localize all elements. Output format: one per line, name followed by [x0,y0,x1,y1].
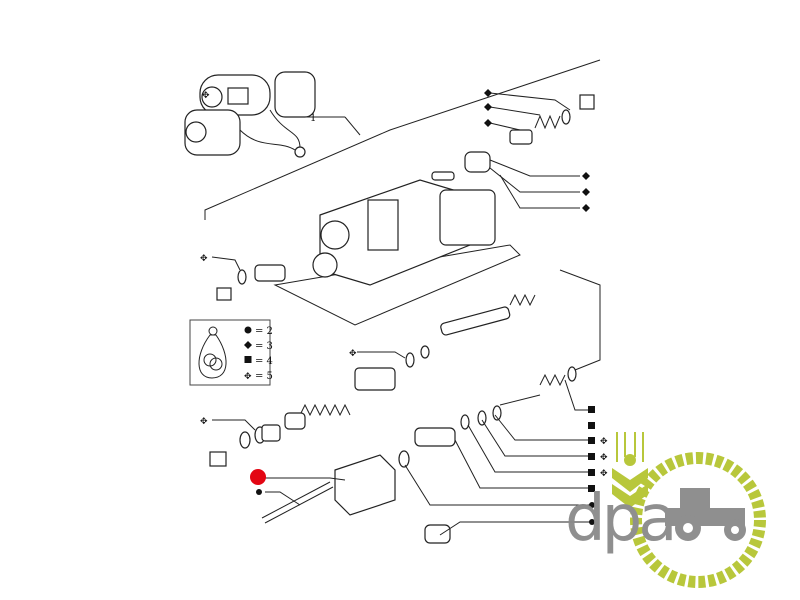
svg-text:✥: ✥ [200,417,208,427]
callout-number: 1 [310,113,316,124]
svg-text:✥: ✥ [600,469,608,479]
solenoid-valve-assembly [184,71,345,158]
highlight-marker [250,469,266,485]
legend: ✥ = 2 = 3 = 4 = 5 [189,319,273,386]
svg-text:✥: ✥ [600,453,608,463]
legend-item: = 3 [255,341,273,352]
svg-text:✥: ✥ [349,349,357,359]
svg-text:dpa: dpa [565,482,673,556]
svg-text:✥: ✥ [200,254,208,264]
svg-text:✥: ✥ [202,91,210,101]
spool-shaft [440,293,536,336]
part-markers [256,89,595,525]
svg-text:✥: ✥ [244,372,252,382]
top-right-parts [431,94,595,181]
valve-body [312,179,496,286]
leader-lines [211,92,590,536]
dpa-logo-watermark: dpa [565,432,766,588]
bag-of-parts-icon [198,326,227,379]
legend-item: = 5 [255,371,273,382]
legend-item: = 4 [255,356,273,367]
svg-text:✥: ✥ [600,437,608,447]
legend-item: = 2 [255,326,273,337]
